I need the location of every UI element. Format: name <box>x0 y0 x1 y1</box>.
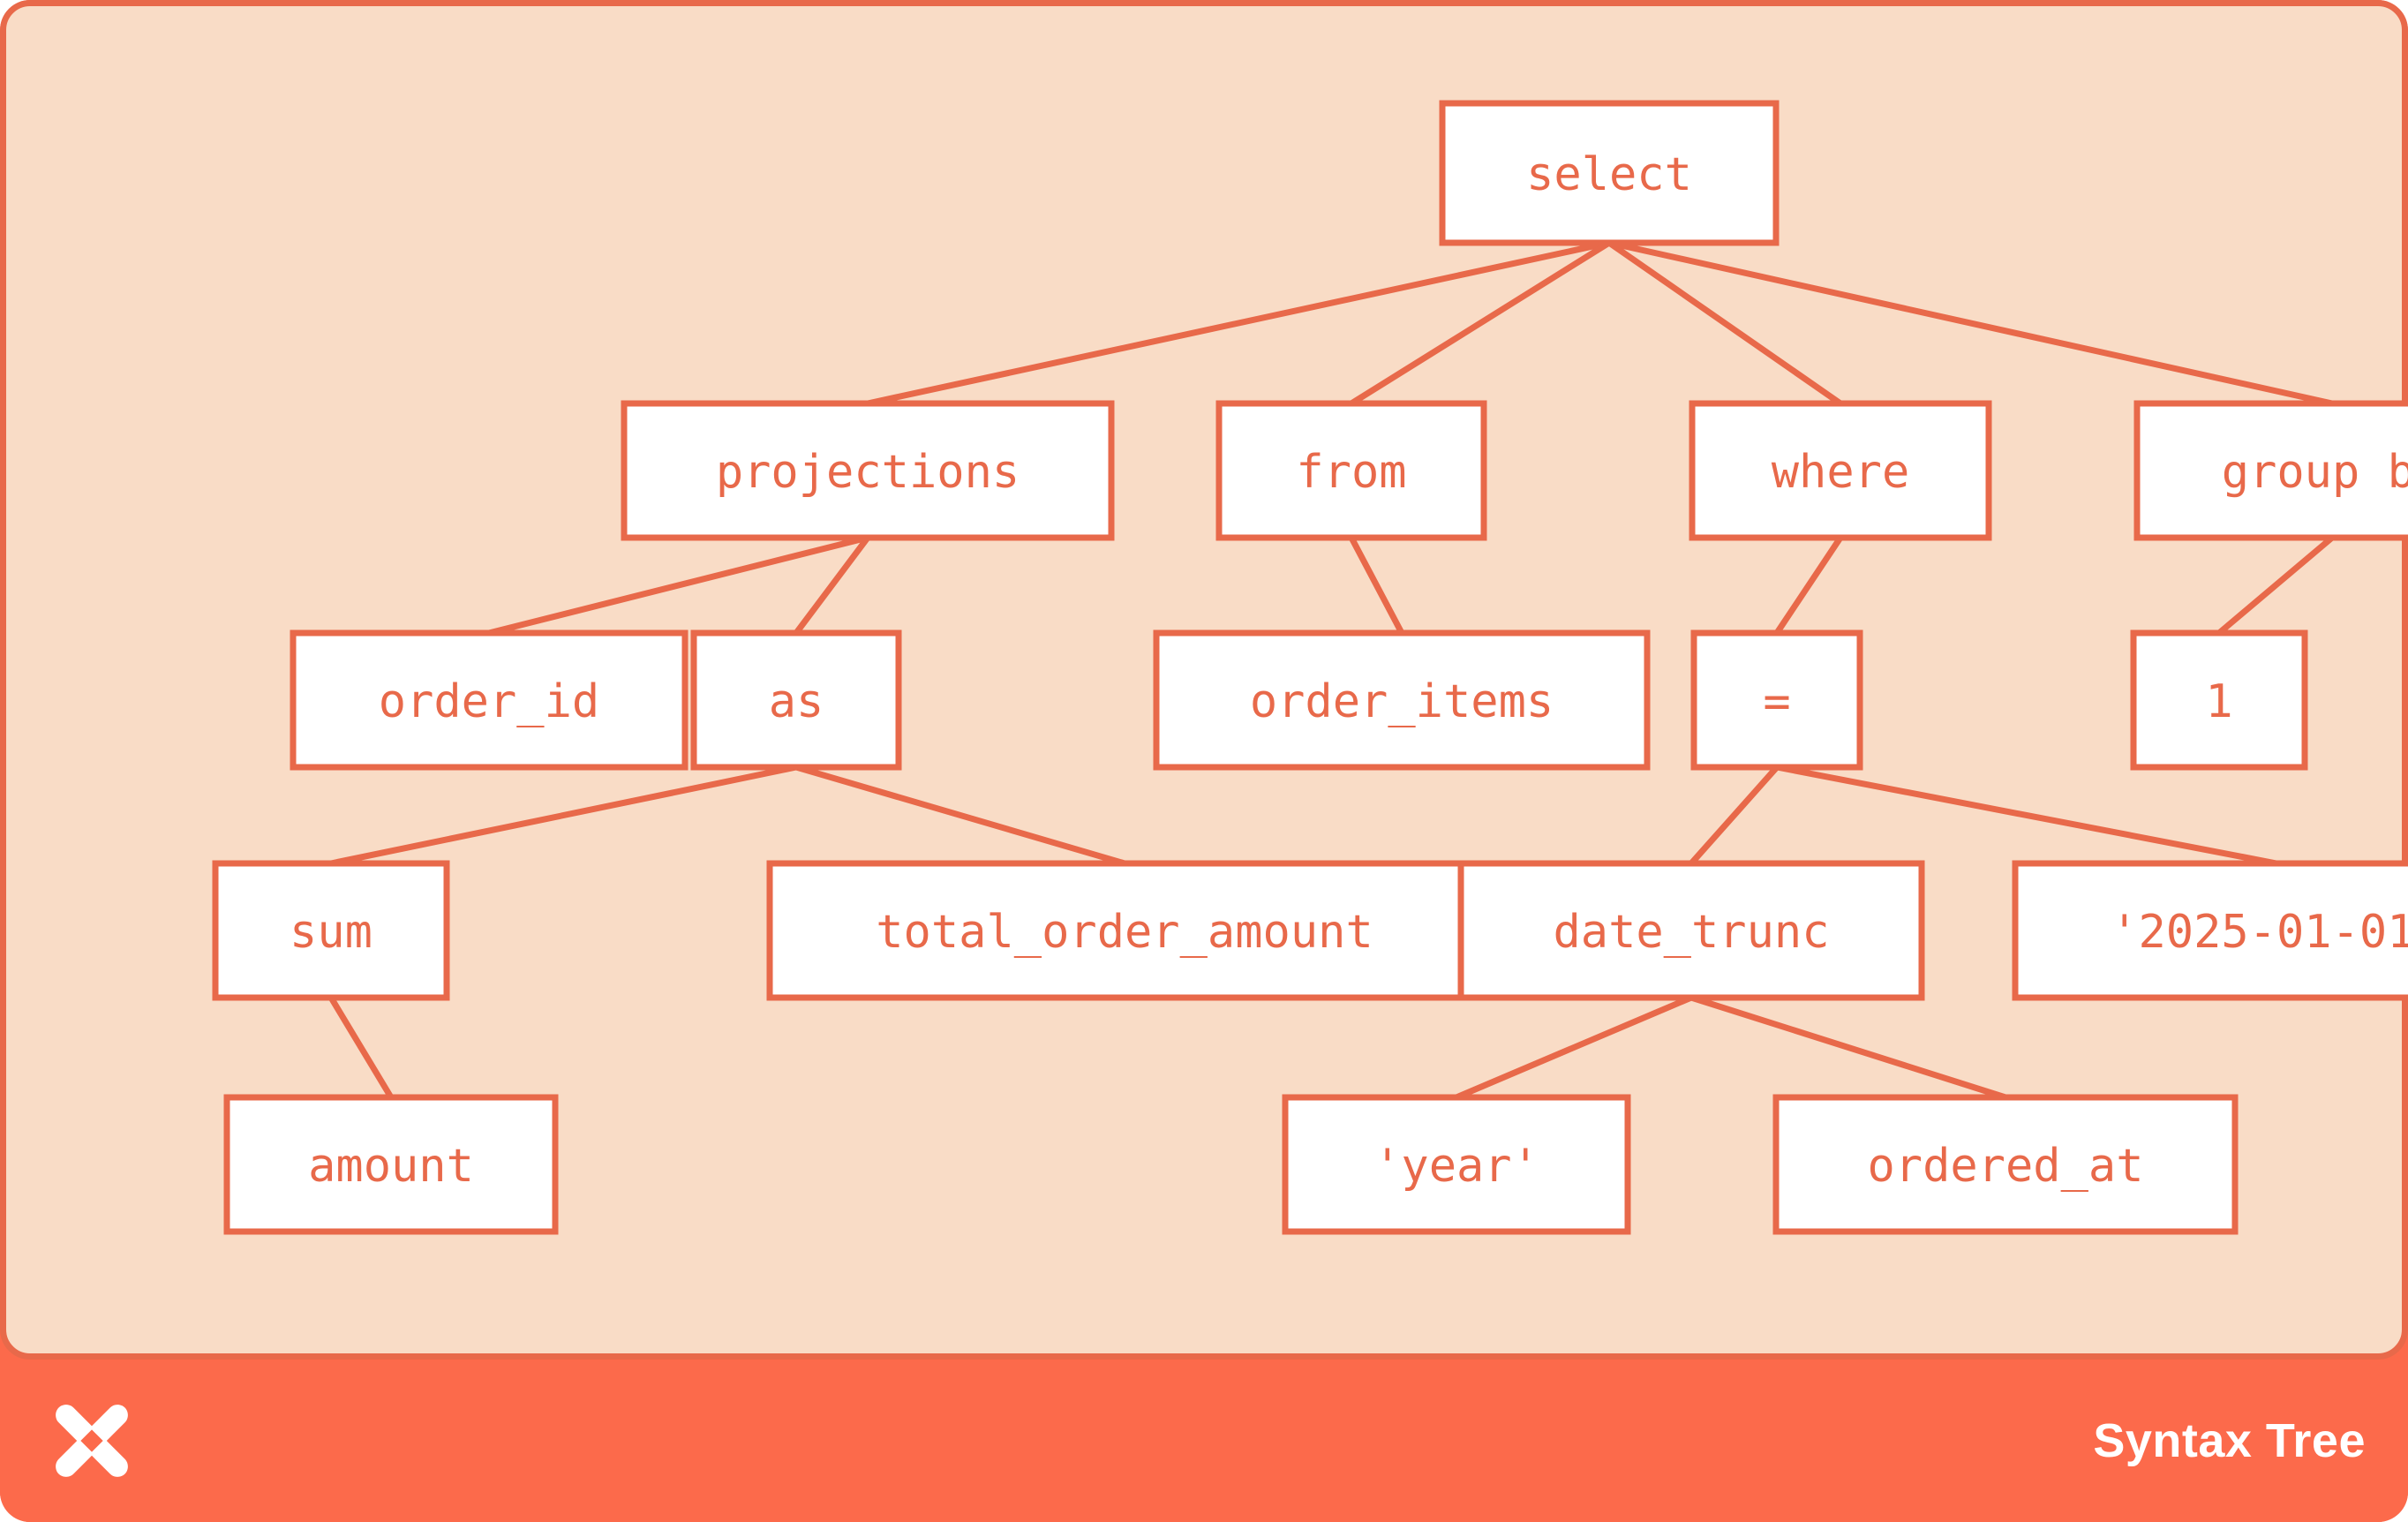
tree-node-box <box>1439 100 1780 246</box>
tree-node-box <box>1282 1094 1631 1235</box>
tree-node-box <box>1690 629 1863 771</box>
tree-node-box <box>690 629 902 771</box>
tree-node-date-literal[interactable]: '2025-01-01' <box>2012 860 2408 1001</box>
tree-node-label: 'year' <box>1373 1140 1539 1193</box>
tree-node-box <box>1689 400 1992 541</box>
tree-node-label: as <box>769 675 824 728</box>
tree-nodes: select projections from where group by order_… <box>212 100 2408 1235</box>
tree-node-date-trunc[interactable]: date_trunc <box>1457 860 1925 1001</box>
tree-node-box <box>1772 1094 2239 1235</box>
tree-edge <box>1776 764 2277 867</box>
tree-node-as[interactable]: as <box>690 629 902 771</box>
tree-node-label: 1 <box>2205 675 2232 728</box>
tree-node-box <box>1457 860 1925 1001</box>
tree-node-label: sum <box>290 906 372 959</box>
tree-node-label: projections <box>716 446 1020 499</box>
tree-node-total-order-amount[interactable]: total_order_amount <box>766 860 1483 1001</box>
x-star-logo-icon <box>56 1405 128 1477</box>
tree-node-box <box>1153 629 1651 771</box>
tree-node-box <box>2012 860 2408 1001</box>
tree-edge <box>1455 994 1693 1101</box>
tree-node-box <box>1215 400 1487 541</box>
tree-node-one[interactable]: 1 <box>2130 629 2308 771</box>
tree-edge <box>488 534 869 637</box>
tree-node-label: amount <box>308 1140 474 1193</box>
tree-node-label: select <box>1526 148 1692 201</box>
tree-node-projections[interactable]: projections <box>621 400 1115 541</box>
syntax-tree-svg: select projections from where group by order_… <box>212 100 2408 1235</box>
tree-edge <box>1350 240 1611 406</box>
tree-edge <box>1608 239 2333 407</box>
tree-edge <box>2216 535 2335 636</box>
tree-edge <box>867 239 1610 407</box>
tree-node-label: date_trunc <box>1553 906 1829 959</box>
tree-node-box <box>766 860 1483 1001</box>
tree-node-from[interactable]: from <box>1215 400 1487 541</box>
tree-node-label: group by <box>2222 446 2408 499</box>
tree-node-sum[interactable]: sum <box>212 860 450 1001</box>
tree-edge <box>795 764 1125 867</box>
tree-edge <box>1689 765 1780 866</box>
tree-node-group-by[interactable]: group by <box>2133 400 2408 541</box>
tree-edge <box>1774 536 1843 635</box>
tree-node-box <box>290 629 689 771</box>
tree-node-box <box>2133 400 2408 541</box>
tree-node-ordered-at[interactable]: ordered_at <box>1772 1094 2239 1235</box>
tree-node-label: '2025-01-01' <box>2111 906 2408 959</box>
tree-edge <box>794 535 870 636</box>
footer-title: Syntax Tree <box>2093 1414 2366 1467</box>
tree-edge <box>328 996 394 1099</box>
tree-node-label: total_order_amount <box>876 906 1373 959</box>
tree-node-where[interactable]: where <box>1689 400 1992 541</box>
tree-node-box <box>2130 629 2308 771</box>
tree-node-select[interactable]: select <box>1439 100 1780 246</box>
tree-node-label: ordered_at <box>1867 1140 2143 1193</box>
tree-node-box <box>223 1094 559 1235</box>
diagram-canvas: select projections from where group by order_… <box>0 0 2408 1360</box>
tree-edge <box>1607 240 1842 406</box>
tree-node-order-id[interactable]: order_id <box>290 629 689 771</box>
tree-edges <box>328 239 2335 1101</box>
tree-edge <box>1689 994 2007 1101</box>
tree-edge <box>330 764 797 867</box>
tree-node-amount[interactable]: amount <box>223 1094 559 1235</box>
tree-node-year-literal[interactable]: 'year' <box>1282 1094 1631 1235</box>
tree-node-equals[interactable]: = <box>1690 629 1863 771</box>
tree-node-label: = <box>1763 675 1790 728</box>
tree-node-label: order_id <box>379 675 599 728</box>
tree-node-label: order_items <box>1250 675 1554 728</box>
footer-bar: Syntax Tree <box>0 1360 2408 1522</box>
tree-node-label: where <box>1772 446 1910 499</box>
tree-node-order-items[interactable]: order_items <box>1153 629 1651 771</box>
tree-node-box <box>621 400 1115 541</box>
tree-edge <box>1348 536 1405 635</box>
tree-node-label: from <box>1296 446 1406 499</box>
tree-node-box <box>212 860 450 1001</box>
